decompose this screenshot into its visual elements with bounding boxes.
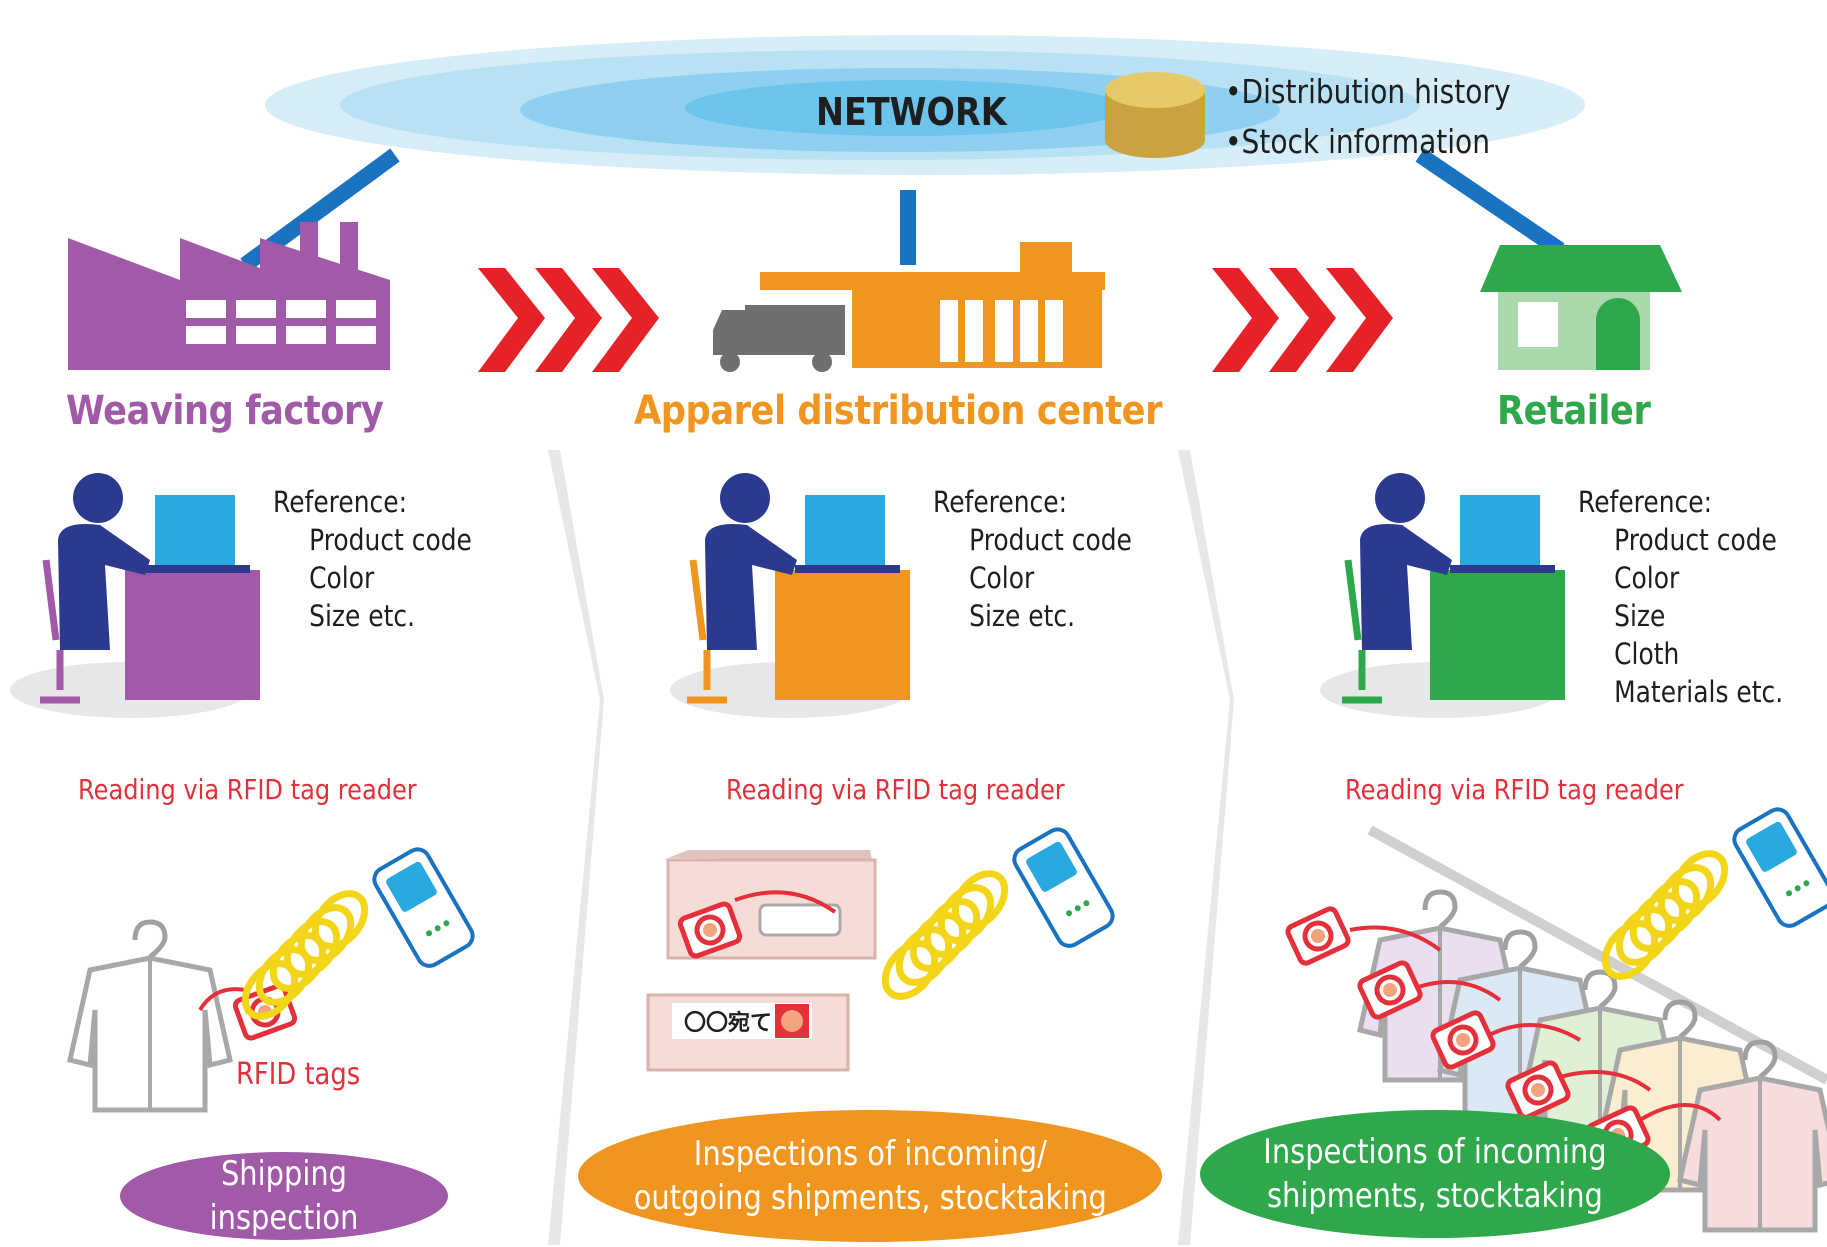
activity-pill-shipping-inspection: Shipping inspection <box>120 1152 448 1240</box>
reference-label: Reference: <box>933 485 1067 519</box>
reference-item: Product code <box>969 523 1132 557</box>
database-icon <box>1105 72 1205 158</box>
stage-title-retailer: Retailer <box>1497 388 1651 434</box>
reference-block-3: Reference: Product code Color Size Cloth… <box>1578 483 1783 711</box>
reference-block-1: Reference: Product code Color Size etc. <box>273 483 472 635</box>
reference-item: Product code <box>309 523 472 557</box>
reference-item: Materials etc. <box>1614 675 1784 709</box>
reference-item: Product code <box>1614 523 1777 557</box>
flow-arrows-1 <box>478 268 659 372</box>
warehouse-icon <box>713 242 1105 372</box>
rfid-tags-group <box>1286 907 1722 1164</box>
activity-label: Shipping inspection <box>209 1154 359 1238</box>
activity-pill-retail-inspections: Inspections of incoming shipments, stock… <box>1200 1110 1670 1238</box>
reference-label: Reference: <box>273 485 407 519</box>
activity-label: Inspections of incoming/ outgoing shipme… <box>633 1134 1107 1218</box>
reference-item: Color <box>969 561 1035 595</box>
activity-pill-distribution-inspections: Inspections of incoming/ outgoing shipme… <box>578 1110 1162 1242</box>
db-item-stock-information: •Stock information <box>1225 122 1490 161</box>
reading-label-2: Reading via RFID tag reader <box>726 773 1065 806</box>
tag-string <box>198 987 246 1012</box>
store-icon <box>1480 245 1682 370</box>
reference-label: Reference: <box>1578 485 1712 519</box>
workstation-1 <box>10 473 260 718</box>
truck-icon <box>713 305 845 372</box>
activity-label: Inspections of incoming shipments, stock… <box>1263 1132 1607 1216</box>
reference-item: Size <box>1614 599 1666 633</box>
factory-icon <box>68 222 390 370</box>
box-open-icon <box>666 850 877 958</box>
reading-label-3: Reading via RFID tag reader <box>1345 773 1684 806</box>
shirt-icon <box>70 922 230 1110</box>
rfid-tags-label: RFID tags <box>236 1057 361 1092</box>
reference-item: Cloth <box>1614 637 1680 671</box>
box-label: 〇〇宛て <box>684 1010 772 1036</box>
stage-title-weaving-factory: Weaving factory <box>66 388 384 434</box>
rfid-reader-icon <box>875 825 1117 1006</box>
reference-item: Color <box>1614 561 1680 595</box>
workstation-3 <box>1320 473 1565 718</box>
reference-item: Color <box>309 561 375 595</box>
rfid-reader-icon <box>235 845 477 1026</box>
stage-title-distribution-center: Apparel distribution center <box>634 388 1163 434</box>
box-closed-icon <box>646 993 850 1072</box>
reading-label-1: Reading via RFID tag reader <box>78 773 417 806</box>
reference-block-2: Reference: Product code Color Size etc. <box>933 483 1132 635</box>
reference-item: Size etc. <box>969 599 1076 633</box>
workstation-2 <box>670 473 910 718</box>
section-separators <box>548 450 1234 1245</box>
flow-arrows-2 <box>1212 268 1393 372</box>
db-item-distribution-history: •Distribution history <box>1225 72 1511 111</box>
reference-item: Size etc. <box>309 599 416 633</box>
network-label: NETWORK <box>816 90 1007 134</box>
clothes-rack-icon <box>1360 825 1827 1230</box>
rfid-reader-icon <box>1595 805 1827 986</box>
